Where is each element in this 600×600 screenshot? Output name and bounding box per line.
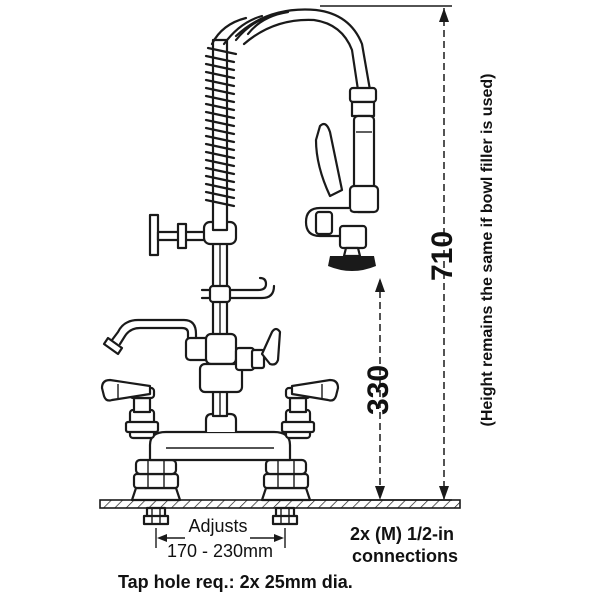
adjust-dimension (155, 528, 286, 548)
connections-label-line2: connections (352, 546, 458, 566)
connections-label-line1: 2x (M) 1/2-in (350, 524, 454, 544)
total-height-dimension (300, 5, 452, 501)
mixer-body (148, 412, 292, 462)
tap-hole-label: Tap hole req.: 2x 25mm dia. (118, 572, 353, 592)
flexible-hose (234, 8, 372, 92)
spout-height-value: 330 (362, 365, 395, 415)
swivel-spout (102, 318, 198, 356)
spray-valve (348, 86, 380, 214)
adjusts-label: Adjusts (188, 516, 247, 536)
spray-head (328, 246, 376, 271)
left-deck-base (130, 458, 182, 502)
left-tail-connection (142, 506, 170, 526)
spray-hook (200, 276, 276, 304)
right-tail-connection (271, 506, 299, 526)
spout-height-dimension (375, 278, 385, 500)
spray-elbow (304, 206, 368, 250)
adjust-range-label: 170 - 230mm (167, 541, 273, 561)
total-height-note: (Height remains the same if bowl filler … (479, 74, 496, 427)
left-lever-handle (100, 378, 152, 402)
shutoff-lever (250, 327, 282, 370)
right-lever-handle (290, 378, 340, 402)
pre-rinse-spring (204, 10, 290, 232)
left-valve (124, 386, 160, 440)
spray-trigger-handle (314, 122, 344, 198)
right-deck-base (260, 458, 312, 502)
benchtop (99, 499, 461, 509)
tee-fitting (184, 332, 256, 394)
total-height-value: 710 (426, 231, 459, 281)
